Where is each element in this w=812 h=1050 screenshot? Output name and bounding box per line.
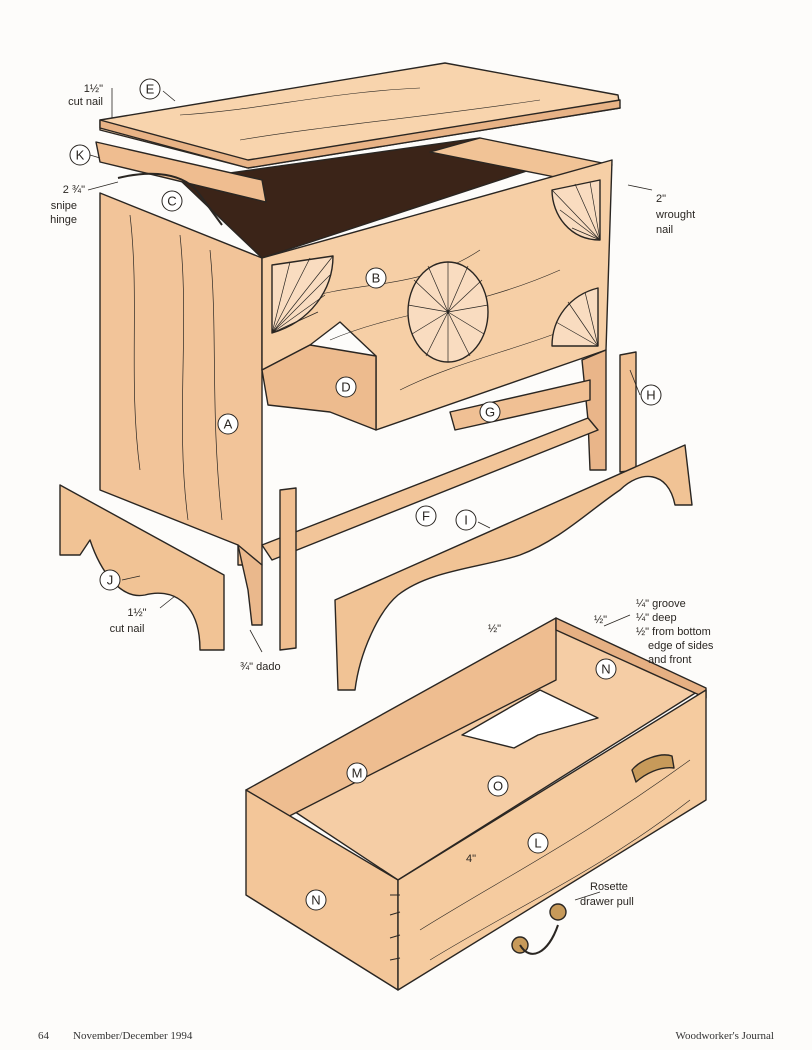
leader-wrought bbox=[627, 184, 653, 191]
leader-k bbox=[89, 154, 101, 159]
four-inch-spacing: 4" bbox=[466, 853, 476, 865]
svg-text:A: A bbox=[224, 417, 233, 432]
leader-h bbox=[629, 369, 641, 396]
rosette-title: Rosette bbox=[590, 881, 628, 893]
drawer-dovetails bbox=[389, 894, 401, 961]
hinge-strip-k bbox=[95, 141, 267, 203]
svg-text:L: L bbox=[534, 836, 541, 851]
lid-e-grain bbox=[179, 87, 541, 141]
part-N-front: N bbox=[305, 889, 327, 911]
part-labels: E K C B D A G H F I J N M O L N bbox=[69, 78, 662, 911]
snipe-hinge-size: 2 ¾" bbox=[63, 184, 85, 196]
rosette-pull-back bbox=[549, 903, 567, 921]
part-G: G bbox=[479, 401, 501, 423]
part-J: J bbox=[99, 569, 121, 591]
svg-text:I: I bbox=[464, 513, 468, 528]
leader-groove bbox=[603, 614, 631, 627]
post-h bbox=[619, 351, 637, 473]
wrought-nail-word1: wrought bbox=[655, 209, 695, 221]
cut-nail-bottom-size: 1½" bbox=[127, 607, 146, 619]
wrought-nail-size: 2" bbox=[656, 193, 666, 205]
leader-i bbox=[477, 521, 491, 529]
groove-line-4: edge of sides bbox=[648, 640, 714, 652]
dado-note: ¾" dado bbox=[240, 661, 281, 673]
part-E: E bbox=[139, 78, 161, 100]
leader-e bbox=[162, 90, 176, 102]
groove-line-5: and front bbox=[648, 654, 691, 666]
groove-line-3: ½" from bottom bbox=[636, 626, 711, 638]
rosette-subtitle: drawer pull bbox=[580, 896, 634, 908]
part-D: D bbox=[335, 376, 357, 398]
part-F: F bbox=[415, 505, 437, 527]
part-I: I bbox=[455, 509, 477, 531]
svg-text:B: B bbox=[372, 271, 381, 286]
rail-f bbox=[261, 417, 599, 561]
side-drawer-pull bbox=[631, 754, 675, 783]
half-inch-left: ½" bbox=[488, 623, 501, 635]
snipe-hinge bbox=[117, 172, 223, 226]
svg-text:O: O bbox=[493, 779, 503, 794]
cut-nail-top-size: 1½" bbox=[84, 83, 103, 95]
part-M: M bbox=[346, 762, 368, 784]
drawer-bottom-cutout bbox=[461, 689, 599, 749]
side-panel-a-foot bbox=[237, 544, 263, 626]
base-skirt-j bbox=[59, 484, 225, 651]
right-side-leg bbox=[581, 349, 607, 471]
part-B: B bbox=[365, 267, 387, 289]
svg-text:N: N bbox=[601, 662, 610, 677]
fan-carving-left-rays bbox=[271, 255, 334, 334]
part-C: C bbox=[161, 190, 183, 212]
cut-nail-top-label: cut nail bbox=[68, 96, 103, 108]
part-A: A bbox=[217, 413, 239, 435]
part-H: H bbox=[640, 384, 662, 406]
half-inch-right: ½" bbox=[594, 614, 607, 626]
side-panel-a-grain bbox=[129, 214, 223, 521]
groove-line-2: ¼" deep bbox=[636, 612, 677, 624]
part-L: L bbox=[527, 832, 549, 854]
leader-rosette bbox=[574, 891, 601, 901]
leader-snipe bbox=[87, 181, 119, 191]
part-N-back: N bbox=[595, 658, 617, 680]
svg-text:C: C bbox=[167, 194, 176, 209]
snipe-hinge-word2: hinge bbox=[50, 214, 77, 226]
leader-dado bbox=[249, 629, 263, 653]
issue-date: November/December 1994 bbox=[73, 1030, 193, 1042]
leader-j bbox=[121, 575, 141, 581]
lid-e-edge bbox=[99, 99, 621, 169]
cut-nail-bottom-label: cut nail bbox=[110, 623, 145, 635]
svg-text:G: G bbox=[485, 405, 495, 420]
groove-line-1: ¼" groove bbox=[636, 598, 686, 610]
svg-text:M: M bbox=[352, 766, 363, 781]
part-O: O bbox=[487, 775, 509, 797]
svg-text:N: N bbox=[311, 893, 320, 908]
leader-cut-nail-bottom bbox=[159, 595, 176, 609]
snipe-hinge-word1: snipe bbox=[51, 200, 77, 212]
annotations: 1½" cut nail 2 ¾" snipe hinge 2" wrought… bbox=[50, 83, 714, 908]
fan-carving-right-bottom-rays bbox=[552, 291, 599, 347]
svg-text:D: D bbox=[341, 380, 350, 395]
svg-text:J: J bbox=[107, 573, 114, 588]
front-post bbox=[279, 487, 297, 651]
base-skirt-i bbox=[334, 444, 693, 691]
svg-text:F: F bbox=[422, 509, 430, 524]
fan-carving-right-top-rays bbox=[551, 181, 601, 241]
page-number: 64 bbox=[38, 1030, 49, 1042]
drawer-front-grain bbox=[419, 759, 691, 961]
svg-text:K: K bbox=[76, 148, 85, 163]
rosette-carving-rays bbox=[407, 262, 489, 362]
rosette-pull-bail bbox=[519, 924, 559, 955]
svg-text:E: E bbox=[146, 82, 155, 97]
drawer-front-l bbox=[397, 689, 707, 991]
svg-text:H: H bbox=[646, 388, 655, 403]
wrought-nail-word2: nail bbox=[656, 224, 673, 236]
magazine-name: Woodworker's Journal bbox=[675, 1030, 774, 1042]
drawer-rail-d bbox=[261, 344, 377, 431]
part-K: K bbox=[69, 144, 91, 166]
fan-carving-right-top bbox=[551, 179, 601, 241]
